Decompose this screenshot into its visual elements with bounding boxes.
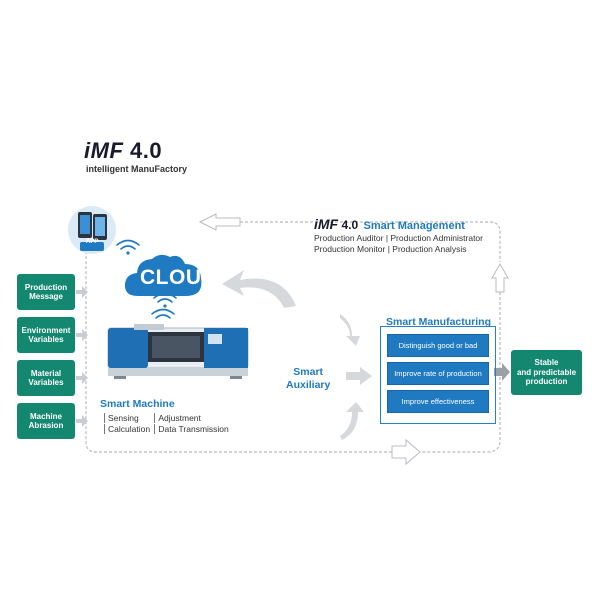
- dashed-loop-right: [418, 292, 501, 453]
- cap-adjustment: Adjustment: [154, 413, 201, 423]
- cap-sensing: Sensing: [104, 413, 152, 423]
- arrow-input-3: [76, 372, 88, 384]
- manufacturing-item-1: Distinguish good or bad: [387, 334, 489, 357]
- arrow-aux-mid: [346, 367, 372, 385]
- logo-brand: iMF: [84, 138, 124, 163]
- arrow-aux-top: [340, 314, 360, 346]
- arrow-curved-gray: [222, 270, 296, 308]
- smart-manufacturing-title: Smart Manufacturing: [386, 316, 492, 328]
- machine-capabilities-row-2: Calculation Data Transmission: [104, 424, 229, 434]
- management-brand: iMF: [314, 216, 339, 232]
- arrow-left-outline: [198, 213, 241, 231]
- manufacturing-frame: [380, 326, 496, 424]
- arrow-input-1: [76, 286, 88, 298]
- management-version: 4.0: [341, 218, 359, 232]
- wifi-icon-app: [116, 239, 140, 255]
- management-roles-line-1: Production Auditor | Production Administ…: [314, 233, 483, 243]
- cap-data-transmission: Data Transmission: [154, 424, 229, 434]
- logo-subtitle: intelligent ManuFactory: [86, 164, 188, 174]
- management-heading: Smart Management: [363, 220, 465, 232]
- wifi-icon-machine: [151, 308, 175, 319]
- arrow-input-4: [76, 415, 88, 427]
- manufacturing-item-2: Improve rate of production: [387, 362, 489, 385]
- arrow-aux-bottom: [340, 402, 364, 440]
- cloud-icon: [124, 254, 202, 296]
- imf-logo: iMF 4.0: [84, 138, 162, 164]
- app-phone-icon: [68, 206, 116, 254]
- arrow-up-outline: [491, 262, 509, 293]
- arrow-input-2: [76, 329, 88, 341]
- smart-machine-title: Smart Machine: [100, 398, 175, 410]
- app-label: APP: [86, 239, 99, 245]
- dashed-loop-bottom: [85, 232, 392, 453]
- arrow-output: [494, 363, 510, 381]
- manufacturing-item-3: Improve effectiveness: [387, 390, 489, 413]
- injection-machine-image: [107, 324, 249, 379]
- management-roles-line-2: Production Monitor | Production Analysis: [314, 244, 467, 254]
- management-title: iMF 4.0 Smart Management: [314, 216, 465, 232]
- cloud-label: CLOUD: [140, 266, 218, 289]
- machine-capabilities-row-1: Sensing Adjustment: [104, 413, 201, 423]
- logo-version: 4.0: [130, 138, 163, 163]
- dashed-loop-top: [240, 221, 501, 262]
- cap-calculation: Calculation: [104, 424, 152, 434]
- arrow-right-outline: [391, 438, 421, 466]
